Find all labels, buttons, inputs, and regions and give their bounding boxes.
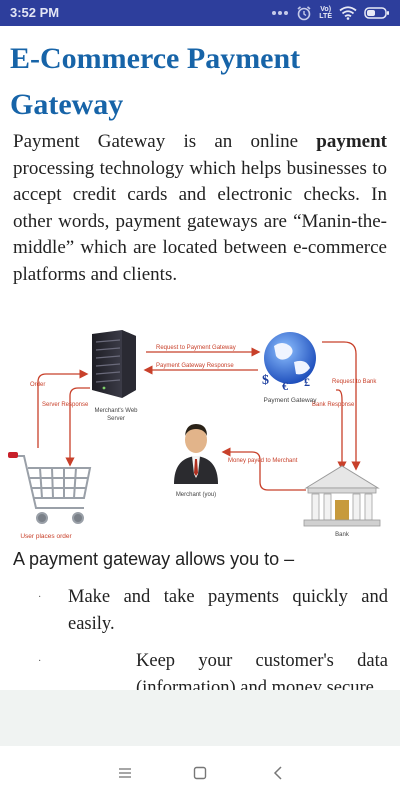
article-content[interactable]: E-Commerce Payment Gateway Payment Gatew… <box>0 26 400 690</box>
alarm-clock-icon <box>297 6 311 21</box>
label-money-payed: Money payed to Merchant <box>228 458 298 464</box>
intro-paragraph: Payment Gateway is an online payment pro… <box>13 129 387 288</box>
home-button[interactable] <box>190 764 210 782</box>
status-bar: 3:52 PM Vo) LTE <box>0 0 400 26</box>
bullet-text: Keep your customer's data (information) … <box>136 651 388 690</box>
bullet-item: · Keep your customer's data (information… <box>38 648 388 690</box>
lte-label: LTE <box>319 13 332 20</box>
label-gateway-response: Payment Gateway Response <box>156 363 234 369</box>
notification-dots-icon <box>272 11 289 15</box>
menu-lines-icon <box>119 768 131 778</box>
battery-icon <box>364 7 389 19</box>
square-home-icon <box>193 766 207 780</box>
diagram-arrows <box>37 341 361 491</box>
label-bank: Bank <box>335 532 350 538</box>
payment-gateway-diagram: Request to Payment Gateway Payment Gatew… <box>8 330 381 540</box>
network-type-icon: Vo) LTE <box>319 6 332 20</box>
shopping-cart-icon <box>10 455 92 524</box>
label-user-places-order: User places order <box>20 533 72 540</box>
merchant-person-icon <box>174 424 218 484</box>
bottom-panel <box>0 690 400 746</box>
cart-handle <box>8 452 18 458</box>
server-icon <box>92 330 136 398</box>
article-title: E-Commerce Payment Gateway <box>10 42 301 121</box>
bullet-text: Make and take payments quickly and easil… <box>68 587 388 634</box>
wifi-icon <box>339 6 357 20</box>
svg-text:£: £ <box>304 375 310 389</box>
volte-label: Vo) <box>320 6 332 13</box>
bullet-item: · Make and take payments quickly and eas… <box>38 584 388 638</box>
bullet-marker: · <box>38 592 42 603</box>
navigation-bar <box>0 746 400 800</box>
status-icons: Vo) LTE <box>271 4 390 22</box>
label-server-response: Server Response <box>42 402 89 408</box>
back-button[interactable] <box>268 764 288 782</box>
paragraph-bold-word: payment <box>316 131 387 152</box>
svg-text:$: $ <box>262 373 269 388</box>
diagram-arrow-labels: Request to Payment Gateway Payment Gatew… <box>30 345 377 464</box>
paragraph-lead: Payment Gateway is an online <box>13 131 317 152</box>
bullet-marker: · <box>38 656 42 667</box>
recents-button[interactable] <box>115 764 135 782</box>
label-request-to-gateway: Request to Payment Gateway <box>156 345 236 351</box>
bank-icon <box>303 465 381 527</box>
label-order: Order <box>30 382 45 388</box>
label-payment-gateway: Payment Gateway <box>263 397 317 404</box>
back-chevron-icon <box>273 766 282 780</box>
globe-icon: $ € £ <box>262 332 316 393</box>
label-merchant-you: Merchant (you) <box>176 492 216 498</box>
label-request-to-bank: Request to Bank <box>332 379 377 385</box>
svg-text:€: € <box>282 379 288 393</box>
label-merchant-server-line1: Merchant's Web <box>94 408 138 414</box>
label-bank-response: Bank Response <box>312 402 355 408</box>
allows-intro-line: A payment gateway allows you to – <box>13 549 295 569</box>
status-time: 3:52 PM <box>10 5 60 20</box>
paragraph-rest: processing technology which helps busine… <box>13 157 387 285</box>
label-merchant-server-line2: Server <box>107 416 125 422</box>
